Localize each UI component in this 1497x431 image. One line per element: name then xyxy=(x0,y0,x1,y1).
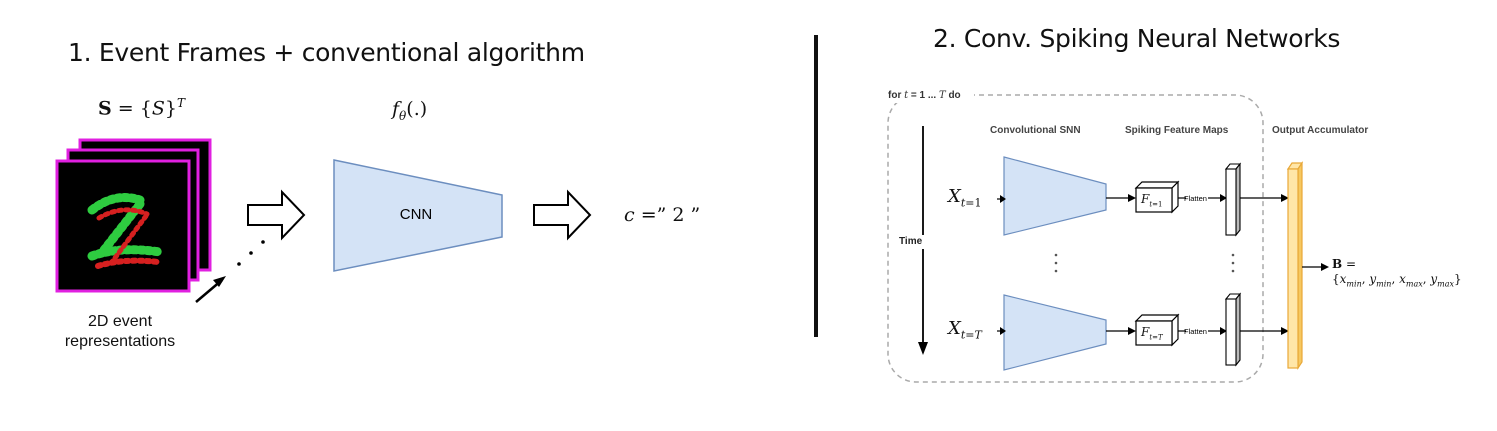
snn-encoder-last xyxy=(1003,294,1107,371)
column-feature-maps: Spiking Feature Maps xyxy=(1125,125,1229,136)
loop-box xyxy=(887,94,1264,383)
right-panel-title: 2. Conv. Spiking Neural Networks xyxy=(933,24,1341,53)
fmap-last: Ft=T xyxy=(1141,325,1163,342)
output-box-formula: B = {xmin, ymin, xmax, ymax} xyxy=(1332,257,1462,291)
panel-divider xyxy=(814,35,818,337)
layer-dots-left xyxy=(1054,253,1058,273)
function-formula: fθ(.) xyxy=(392,98,428,123)
snn-encoder-first xyxy=(1003,156,1107,236)
time-label: Time xyxy=(899,236,923,247)
output-formula: c =” 2 ” xyxy=(624,204,701,226)
cnn-trapezoid xyxy=(333,159,503,272)
fmap-first: Ft=1 xyxy=(1141,192,1163,209)
event-digit-two xyxy=(87,193,165,269)
set-formula: S = {S}T xyxy=(98,96,185,120)
left-diagram: CNN xyxy=(55,138,592,303)
flatten-vector-last xyxy=(1224,292,1242,367)
input-last: Xt=T xyxy=(948,318,982,342)
column-conv-snn: Convolutional SNN xyxy=(990,125,1081,136)
caption-line-2: representations xyxy=(64,333,176,350)
cnn-label: CNN xyxy=(400,206,433,223)
output-line-2: {xmin, ymin, xmax, ymax} xyxy=(1332,272,1462,289)
frames-caption: 2D event representations xyxy=(40,312,200,352)
ellipsis-dots xyxy=(237,240,265,266)
hollow-arrow-output xyxy=(533,189,592,241)
snn-diagram: Flatten Flatten xyxy=(886,89,1329,383)
flatten-label-first: Flatten xyxy=(1184,194,1207,203)
column-accumulator: Output Accumulator xyxy=(1272,125,1369,136)
input-first: Xt=1 xyxy=(948,186,982,210)
left-panel-title: 1. Event Frames + conventional algorithm xyxy=(68,38,585,67)
flatten-vector-first xyxy=(1224,162,1242,237)
feature-map-cube-first xyxy=(1134,180,1180,214)
event-frame-front xyxy=(55,159,191,293)
output-accumulator-bar xyxy=(1286,161,1304,370)
hollow-arrow-input xyxy=(247,189,306,241)
layer-dots-right xyxy=(1231,253,1235,273)
output-line-1: B = xyxy=(1332,257,1357,271)
loop-label: for t = 1 ... T do xyxy=(888,90,961,101)
caption-line-1: 2D event xyxy=(87,313,153,330)
flatten-label-last: Flatten xyxy=(1184,327,1207,336)
feature-map-cube-last xyxy=(1134,313,1180,347)
pointer-arrow xyxy=(195,276,226,303)
